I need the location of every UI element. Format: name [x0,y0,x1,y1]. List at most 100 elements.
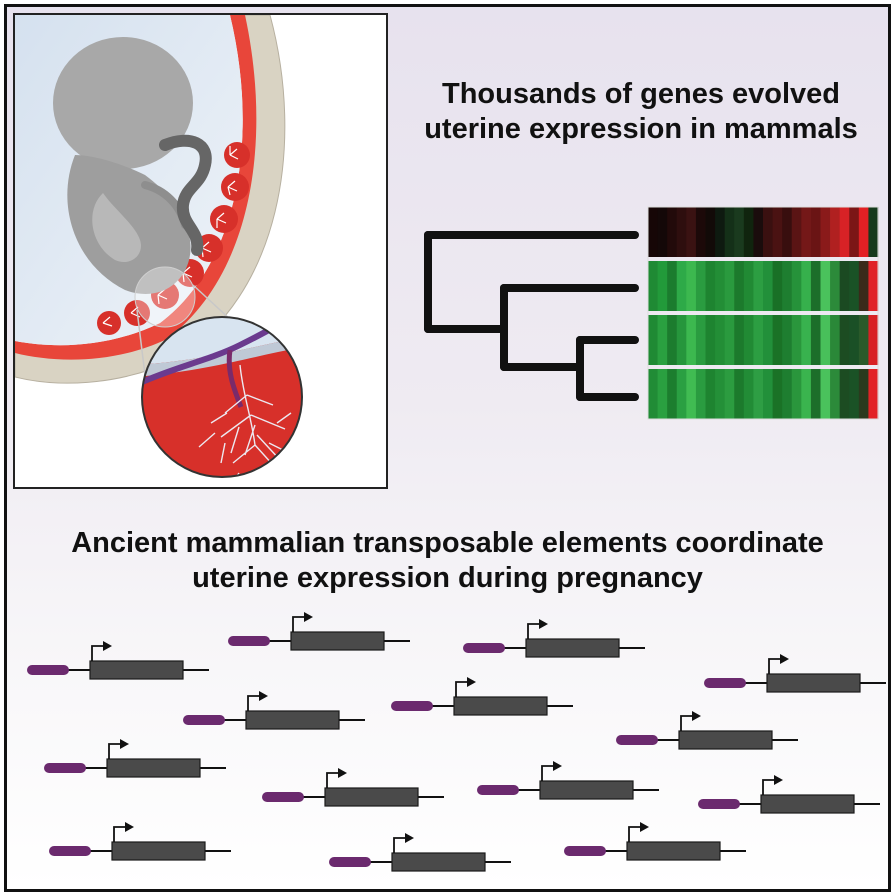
heatmap-cell [743,207,755,257]
heatmap-cell [791,315,802,365]
heatmap-cell [743,315,755,365]
heatmap-cell [772,261,783,311]
tss-arrow-stem [326,772,339,788]
transposable-element [44,763,86,773]
heatmap-cell [839,315,850,365]
tss-arrow-stem [292,616,305,632]
heatmap-cell [705,207,716,257]
graphical-abstract-frame: Thousands of genes evolved uterine expre… [4,4,891,892]
gene-construct-14 [564,822,746,861]
gene-box [290,631,385,651]
heatmap-cell [715,315,726,365]
gene-construct-12 [49,822,231,861]
heatmap-cell [715,261,726,311]
gene-box [766,673,861,693]
heatmap-cell [820,207,831,257]
heatmap-cell [724,369,735,419]
tss-arrow-head [553,761,562,771]
heatmap-row-4 [648,369,879,419]
heatmap-cell [868,369,879,419]
placenta-lobe-veins [102,146,239,327]
heatmap-cell [772,207,783,257]
transposable-element [616,735,658,745]
gene-box [106,758,201,778]
heatmap-cell [657,261,668,311]
heatmap-cell [782,207,793,257]
gene-construct-3 [463,619,645,658]
heatmap-cell [705,261,716,311]
heatmap-cell [839,261,850,311]
heatmap-cell [801,315,812,365]
heatmap-cell [715,207,726,257]
heatmap-cell [849,369,860,419]
tss-arrow-head [539,619,548,629]
tss-arrow-head [304,612,313,622]
heatmap-cell [820,261,831,311]
heatmap-cell [791,369,802,419]
transposable-element [564,846,606,856]
headline-top-line-2: uterine expression in mammals [424,113,858,146]
heatmap-cell [648,369,659,419]
heatmap-cell [657,207,668,257]
tss-arrow-head [405,833,414,843]
transposable-element [183,715,225,725]
heatmap-cell [648,207,659,257]
magnifier-source [134,266,196,328]
transposable-element [391,701,433,711]
heatmap-row-2 [648,261,879,311]
heatmap-cell [772,369,783,419]
gene-box [245,710,340,730]
heatmap-row-3 [648,315,879,365]
heatmap-cell [676,207,687,257]
gene-box [525,638,620,658]
phylogenetic-tree [424,231,639,401]
gene-box [89,660,184,680]
heatmap-cell [695,369,707,419]
transposable-element [698,799,740,809]
heatmap-cell [810,369,822,419]
tss-arrow-head [338,768,347,778]
heatmap-cell [648,261,659,311]
heatmap-outline [647,206,879,420]
expression-heatmap [647,206,879,420]
heatmap-cell [839,369,850,419]
heatmap-cell [743,261,755,311]
heatmap-cell [849,261,860,311]
transposable-element [49,846,91,856]
gene-construct-6 [391,677,573,716]
gene-construct-7 [616,711,798,750]
heatmap-cell [782,261,793,311]
tss-arrow-stem [541,765,554,781]
heatmap-cell [858,369,870,419]
heatmap-cell [705,369,716,419]
heatmap-row-1 [648,207,879,257]
gene-box [539,780,634,800]
heatmap-cell [801,369,812,419]
heatmap-cell [676,315,687,365]
heatmap-cell [868,261,879,311]
heatmap-cell [724,261,735,311]
transposable-element [262,792,304,802]
heatmap-cell [791,207,802,257]
heatmap-cell [830,261,841,311]
heatmap-cell [858,261,870,311]
heatmap-cell [724,315,735,365]
heatmap-cell [686,261,697,311]
heatmap-cell [772,315,783,365]
heatmap-cell [734,369,745,419]
headline-bottom-line-1: Ancient mammalian transposable elements … [71,527,824,559]
tss-arrow-head [125,822,134,832]
tss-arrow-head [103,641,112,651]
heatmap-cell [686,369,697,419]
heatmap-cell [849,315,860,365]
heatmap-cell [868,315,879,365]
heatmap-cell [715,369,726,419]
tss-arrow-stem [108,743,121,759]
heatmap-cell [763,261,774,311]
heatmap-cell [820,369,831,419]
heatmap-cell [763,369,774,419]
heatmap-cell [858,207,870,257]
heatmap-cell [830,207,841,257]
heatmap-cell [782,315,793,365]
heatmap-cell [782,369,793,419]
